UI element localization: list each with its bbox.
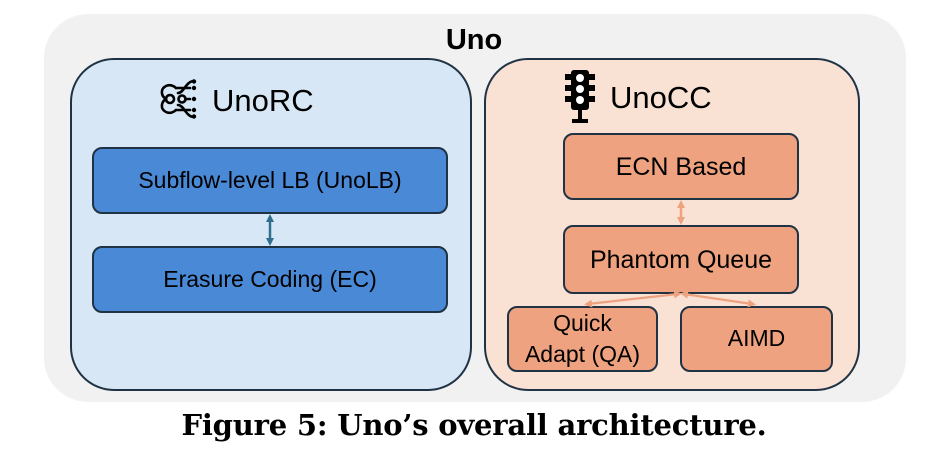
quick-adapt-box: Quick Adapt (QA) xyxy=(507,306,658,372)
quick-adapt-label: Quick Adapt (QA) xyxy=(525,308,640,370)
quick-adapt-line2: Adapt (QA) xyxy=(524,341,641,367)
subflow-lb-label: Subflow-level LB (UnoLB) xyxy=(138,167,402,193)
unorc-label: UnoRC xyxy=(212,83,314,118)
erasure-coding-box: Erasure Coding (EC) xyxy=(92,246,448,313)
phantom-queue-box: Phantom Queue xyxy=(563,225,799,294)
traffic-light-icon xyxy=(562,68,610,129)
quick-adapt-line1: Quick xyxy=(553,309,612,336)
figure-caption: Figure 5: Uno’s overall architecture. xyxy=(181,408,767,442)
network-flow-icon xyxy=(154,78,212,124)
unorc-header: UnoRC xyxy=(154,78,314,124)
uno-title: Uno xyxy=(445,24,503,56)
aimd-label: AIMD xyxy=(727,325,786,352)
unocc-label: UnoCC xyxy=(610,80,712,115)
aimd-box: AIMD xyxy=(680,306,833,372)
subflow-lb-box: Subflow-level LB (UnoLB) xyxy=(92,147,448,214)
phantom-queue-label: Phantom Queue xyxy=(589,245,773,274)
unocc-header: UnoCC xyxy=(562,68,712,129)
erasure-coding-label: Erasure Coding (EC) xyxy=(163,266,377,292)
ecn-based-label: ECN Based xyxy=(615,152,747,181)
ecn-based-box: ECN Based xyxy=(563,133,799,200)
